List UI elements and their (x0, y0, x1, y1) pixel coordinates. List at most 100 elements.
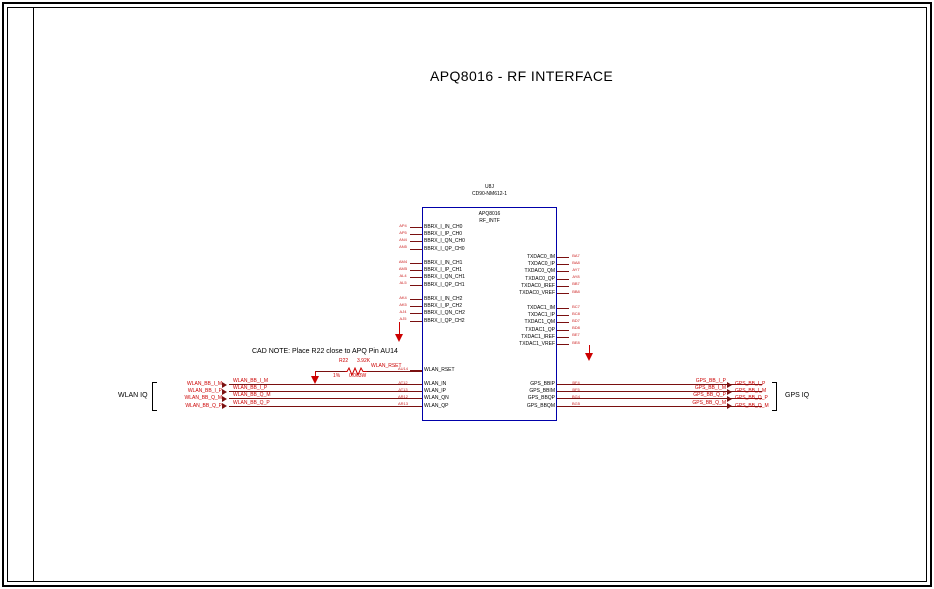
net-label: WLAN_BB_Q_P (185, 402, 222, 409)
ic-device-block: APQ8016 RF_INTF (422, 211, 557, 225)
rset-wire-right (367, 371, 422, 372)
pin-name: TXDAC1_QM (524, 319, 555, 326)
pin-number: BD7 (572, 317, 580, 323)
pin-name: BBRX_I_IP_CH2 (424, 303, 463, 310)
pin-number: AK4 (399, 294, 407, 300)
pin-group-wlan-rset: AU14 WLAN_RSET (396, 365, 506, 374)
pin-number: AP4 (399, 222, 407, 228)
pin-stub (410, 248, 422, 250)
pin-name: TXDAC0_IM (526, 254, 555, 261)
wlan-iq-group-label: WLAN IQ (118, 392, 148, 399)
net-label: WLAN_BB_I_M (233, 378, 269, 385)
offpage-arrow-row (222, 403, 227, 410)
wire-row (557, 403, 762, 410)
pin-name: GPS_BBIP (530, 381, 555, 388)
gps-wires (557, 381, 762, 410)
pin-number: AL5 (399, 280, 407, 286)
net-label: GPS_BB_I_M (735, 388, 767, 395)
wire (229, 391, 422, 393)
pin-stub (410, 306, 422, 308)
pin-number: BE8 (572, 339, 580, 345)
offpage-arrow-icon (222, 388, 227, 395)
pin-name: BBRX_I_IP_CH1 (424, 267, 463, 274)
pin-stub (557, 308, 569, 310)
wire (229, 384, 422, 386)
pin-name: BBRX_I_IN_CH2 (424, 296, 463, 303)
ic-device: APQ8016 (478, 211, 501, 217)
resistor-r22-symbol (345, 367, 367, 376)
pin-number: AJ4 (399, 308, 407, 314)
offpage-arrow-row (222, 381, 227, 388)
pin-stub (557, 315, 569, 317)
offpage-arrow-icon (727, 403, 732, 410)
pin-name: BBRX_I_QN_CH2 (424, 310, 465, 317)
offpage-arrow-icon (222, 381, 227, 388)
txdac-arrow-shaft (589, 345, 590, 353)
pin: AP4 BBRX_I_IN_CH0 (396, 222, 506, 231)
ic-refdes: U8J (485, 184, 494, 190)
net-label: WLAN_BB_Q_M (233, 392, 271, 399)
pin-name: BBRX_I_IN_CH0 (424, 224, 463, 231)
pin-name: GPS_BBIM (529, 388, 555, 395)
pin-name: BBRX_I_QP_CH0 (424, 245, 465, 252)
pin-name: WLAN_QP (424, 402, 449, 409)
pin-name: BBRX_I_IN_CH1 (424, 260, 463, 267)
pin-number: AU14 (397, 365, 408, 371)
wlan-iq-bracket (152, 382, 157, 411)
pin-stub (410, 270, 422, 272)
pin-number: AY8 (572, 274, 580, 280)
pin-stub (410, 370, 422, 372)
pin-stub (557, 257, 569, 259)
pin-number: AR13 (397, 401, 408, 407)
pin-stub (557, 271, 569, 273)
offpage-arrow-icon (222, 403, 227, 410)
net-label: WLAN_BB_Q_M (184, 395, 222, 402)
net-label: GPS_BB_I_P (735, 381, 766, 388)
gps-offpage-arrows (727, 381, 732, 410)
pin-number: BA8 (572, 259, 580, 265)
wire (229, 398, 422, 400)
offpage-arrow-row (222, 388, 227, 395)
pin-stub (410, 277, 422, 279)
pin-name: TXDAC1_IP (527, 312, 555, 319)
pin-name: TXDAC0_QM (524, 268, 555, 275)
offpage-arrow-icon (727, 381, 732, 388)
rset-down-arrow-icon (311, 376, 319, 384)
net-label: WLAN_BB_I_M (186, 381, 222, 388)
resistor-value: 3.92K (357, 358, 371, 364)
cad-note: CAD NOTE: Place R22 close to APQ Pin AU1… (252, 348, 398, 355)
wire-row (557, 388, 762, 395)
pin-name: WLAN_IN (424, 381, 447, 388)
net-label: GPS_BB_Q_P (693, 392, 726, 399)
pin: AK4 BBRX_I_IN_CH2 (396, 294, 506, 303)
pin-number: BG4 (571, 393, 580, 399)
bbrx-down-arrow-icon (395, 334, 403, 342)
pin-stub (557, 344, 569, 346)
wire (557, 405, 762, 407)
pin-name: WLAN_RSET (424, 367, 455, 374)
net-label: GPS_BB_Q_M (692, 399, 726, 406)
pin-number: AN5 (399, 244, 407, 250)
pin-name: BBRX_I_QP_CH2 (424, 317, 465, 324)
net-label: GPS_BB_I_P (695, 378, 726, 385)
pin-stub (410, 234, 422, 236)
pin-number: AM4 (398, 258, 408, 264)
sheet-zone-line (33, 8, 34, 581)
pin-number: BF4 (572, 379, 580, 385)
pin-name: TXDAC0_QP (525, 275, 555, 282)
pin-stub (410, 320, 422, 322)
pin: AU14 WLAN_RSET (396, 365, 506, 374)
net-label: WLAN_BB_I_P (187, 388, 222, 395)
